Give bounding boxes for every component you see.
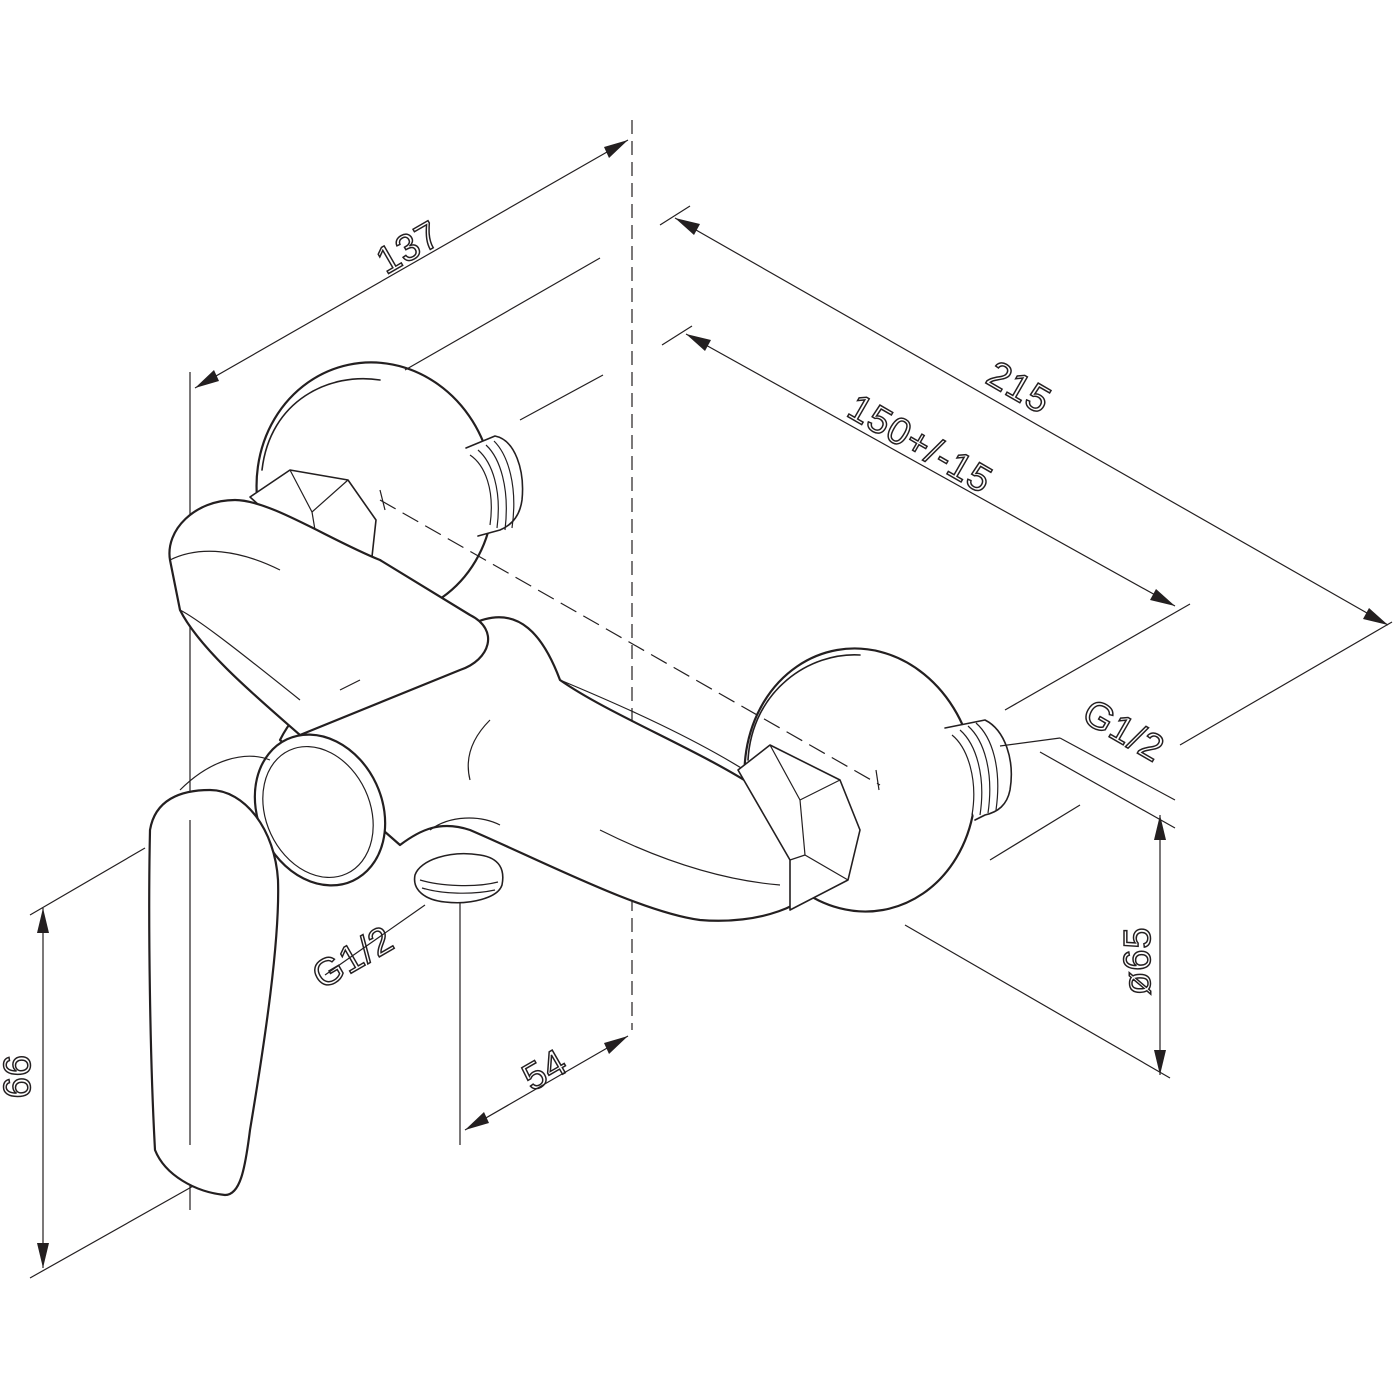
dimension-65-label: ø65 <box>1117 927 1159 995</box>
right-inlet-thread <box>944 719 1013 821</box>
dimension-54-label: 54 <box>516 1041 575 1100</box>
left-inlet-thread <box>465 435 524 537</box>
inlet-thread-callout: G1/2 <box>1075 691 1172 772</box>
outlet-thread-label: G1/2 <box>306 918 402 998</box>
lever-handle <box>148 755 280 1197</box>
dimension-99: 99 <box>0 847 196 1279</box>
axis-centerline <box>379 499 881 786</box>
dimension-150-label: 150+/-15 <box>841 386 1000 502</box>
dimension-150: 150+/-15 <box>661 325 1191 711</box>
dimension-137-label: 137 <box>370 213 449 283</box>
dimension-65: ø65 <box>904 751 1176 1079</box>
spout-top <box>168 498 490 737</box>
right-hex-nut <box>737 744 861 911</box>
dimension-99-label: 99 <box>0 1055 37 1099</box>
cartridge-collar <box>253 733 387 887</box>
dimension-54: 54 <box>459 895 629 1145</box>
outlet-thread-callout: G1/2 <box>305 904 426 999</box>
bottom-outlet-thread <box>413 852 504 904</box>
dimension-215: 215 <box>659 205 1393 746</box>
dimension-215-label: 215 <box>980 353 1059 423</box>
inlet-thread-label: G1/2 <box>1076 691 1172 771</box>
